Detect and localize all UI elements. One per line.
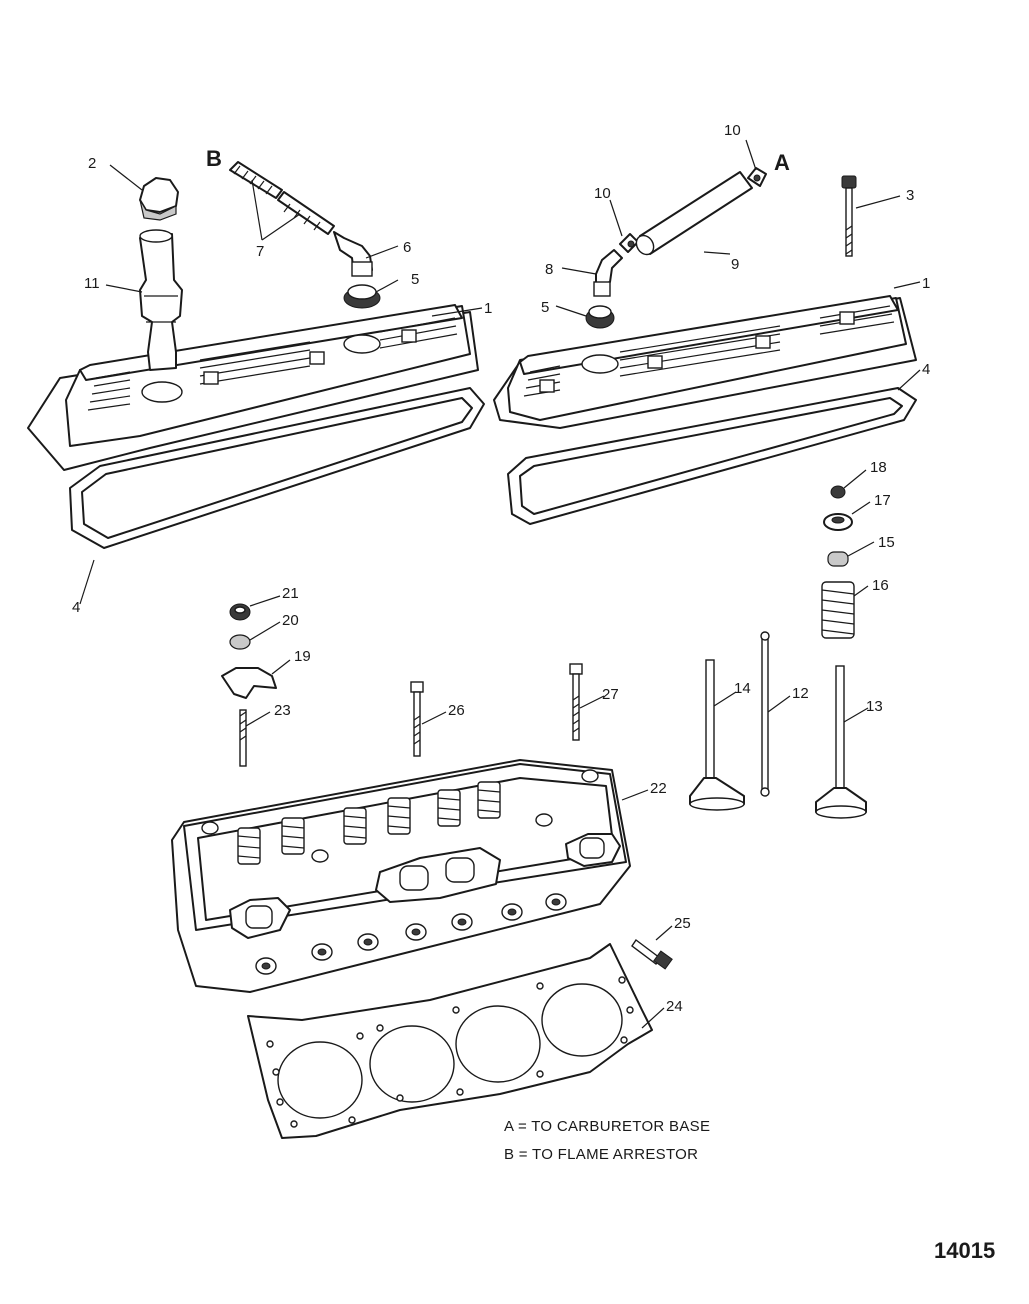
- breather-hoses: [229, 161, 335, 235]
- callout-21: 21: [282, 585, 299, 602]
- reference-letter-a: A: [774, 150, 790, 175]
- callout-8: 8: [545, 261, 553, 278]
- callout-10-lower: 10: [594, 185, 611, 202]
- exhaust-valve: [815, 665, 867, 819]
- callout-11: 11: [84, 275, 100, 292]
- callout-6: 6: [403, 239, 411, 256]
- callout-27: 27: [602, 686, 619, 703]
- right-valve-cover: [493, 295, 917, 429]
- callout-25: 25: [674, 915, 691, 932]
- cover-bolt: [841, 175, 857, 257]
- pcv-hose: [635, 171, 753, 256]
- rocker-ball: [229, 634, 251, 650]
- rocker-arm: [221, 667, 277, 699]
- short-head-bolt: [631, 938, 673, 970]
- callout-19: 19: [294, 648, 311, 665]
- hose-clamp-lower: [619, 233, 639, 253]
- head-bolt-long: [569, 663, 583, 741]
- right-grommet: [585, 305, 615, 329]
- callout-12: 12: [792, 685, 809, 702]
- intake-valve: [689, 659, 745, 811]
- callout-13: 13: [866, 698, 883, 715]
- callout-16: 16: [872, 577, 889, 594]
- callout-4-right: 4: [922, 361, 930, 378]
- rocker-arm-nut: [229, 603, 251, 621]
- leader-lines: [79, 139, 921, 1029]
- valve-spring: [821, 581, 855, 639]
- callout-1-right: 1: [922, 275, 930, 292]
- callout-24: 24: [666, 998, 683, 1015]
- callout-10-upper: 10: [724, 122, 741, 139]
- exhaust-ports: [229, 833, 621, 939]
- callout-17: 17: [874, 492, 891, 509]
- left-valve-cover: [27, 304, 479, 471]
- head-bolt-short: [410, 681, 424, 757]
- reference-letter-b: B: [206, 146, 222, 171]
- callout-20: 20: [282, 612, 299, 629]
- callout-2: 2: [88, 155, 96, 172]
- callout-9: 9: [731, 256, 739, 273]
- callout-5-right: 5: [541, 299, 549, 316]
- oil-fill-cap: [139, 177, 179, 221]
- left-elbow-fitting: [333, 231, 373, 277]
- callout-22: 22: [650, 780, 667, 797]
- valve-keepers: [830, 485, 846, 499]
- head-bolt-bosses: [201, 769, 599, 975]
- pushrod: [760, 631, 770, 797]
- callout-3: 3: [906, 187, 914, 204]
- callout-18: 18: [870, 459, 887, 476]
- legend-b: B = TO FLAME ARRESTOR: [504, 1146, 698, 1163]
- hose-clamp-upper: [747, 167, 767, 187]
- left-valve-cover-gasket: [69, 387, 485, 549]
- callout-14: 14: [734, 680, 751, 697]
- cylinder-head: [171, 759, 631, 993]
- head-gasket: [247, 943, 653, 1139]
- callout-1-left: 1: [484, 300, 492, 317]
- callout-23: 23: [274, 702, 291, 719]
- legend-a: A = TO CARBURETOR BASE: [504, 1118, 710, 1135]
- pcv-elbow: [593, 249, 623, 297]
- gasket-bores: [277, 983, 623, 1119]
- valve-spring-retainer: [823, 513, 853, 531]
- right-valve-cover-gasket: [507, 387, 917, 525]
- callout-26: 26: [448, 702, 465, 719]
- callout-7: 7: [256, 243, 264, 260]
- callout-15: 15: [878, 534, 895, 551]
- callout-labels: B A 2 11 7 6 5 1 4 10 10 3 8 9 5 1 4 18 …: [72, 122, 930, 1015]
- legend: A = TO CARBURETOR BASE B = TO FLAME ARRE…: [504, 1118, 710, 1163]
- rocker-stud: [239, 709, 247, 767]
- callout-4-left: 4: [72, 599, 80, 616]
- callout-5-left: 5: [411, 271, 419, 288]
- figure-number: 14015: [934, 1238, 995, 1263]
- valve-stem-seal: [827, 551, 849, 567]
- left-grommet: [343, 284, 381, 309]
- oil-fill-tube: [139, 229, 183, 371]
